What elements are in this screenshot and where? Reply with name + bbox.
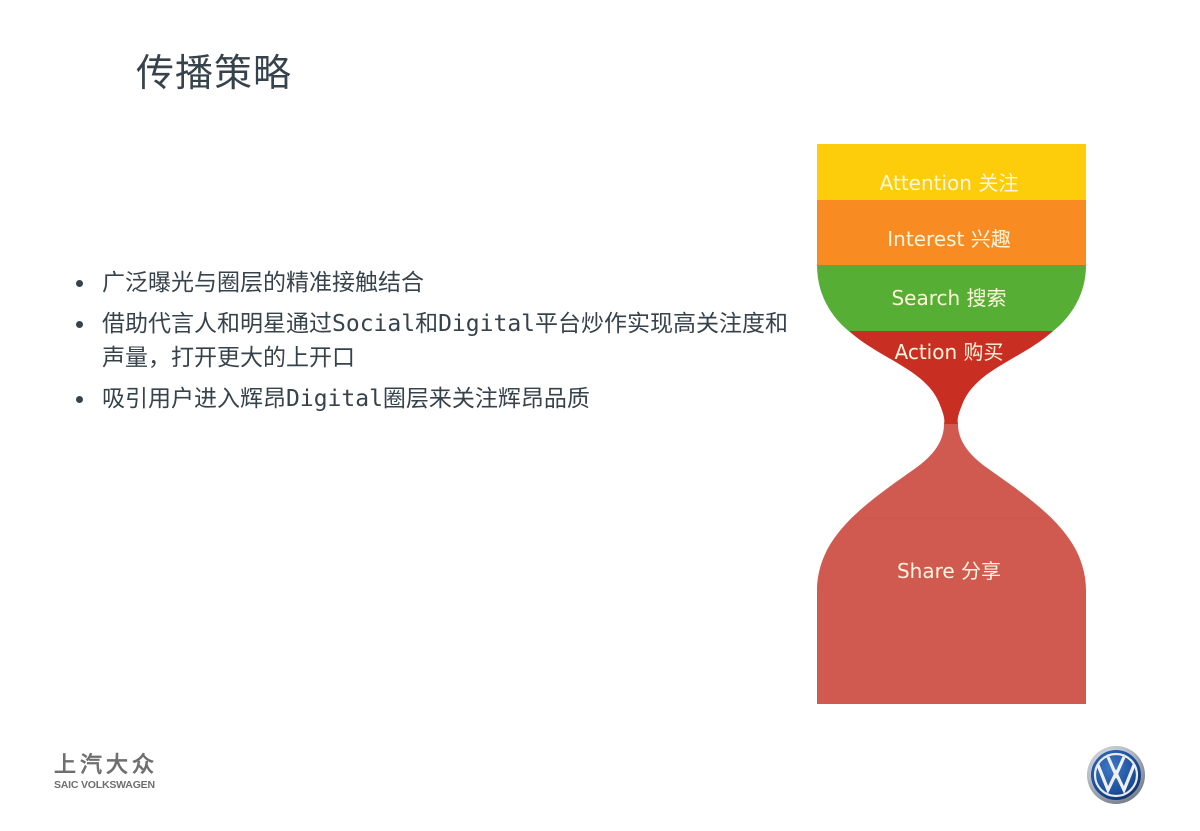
funnel-stage-attention (817, 144, 1086, 200)
bullet-dot-icon (76, 280, 83, 287)
brand-name-en: SAIC VOLKSWAGEN (54, 779, 155, 791)
bullet-text: 借助代言人和明星通过Social和Digital平台炒作实现高关注度和声量，打开… (102, 311, 789, 371)
stage-label-search: Search 搜索 (891, 286, 1006, 310)
bullet-item: 吸引用户进入辉昂Digital圈层来关注辉昂品质 (72, 382, 792, 416)
bullet-text: 吸引用户进入辉昂Digital圈层来关注辉昂品质 (102, 386, 590, 412)
saic-volkswagen-logo: 上汽大众 SAIC VOLKSWAGEN (54, 753, 184, 792)
slide-title: 传播策略 (136, 51, 293, 95)
vw-logo-icon (1087, 746, 1145, 804)
stage-label-share: Share 分享 (897, 559, 1001, 583)
stage-label-interest: Interest 兴趣 (887, 227, 1010, 251)
bullet-dot-icon (76, 321, 83, 328)
funnel-stage-interest (817, 200, 1086, 265)
bullet-list: 广泛曝光与圈层的精准接触结合 借助代言人和明星通过Social和Digital平… (72, 266, 792, 423)
bullet-text: 广泛曝光与圈层的精准接触结合 (102, 270, 424, 296)
funnel-stage-share (817, 424, 1086, 704)
brand-name-cn: 上汽大众 (54, 753, 159, 778)
stage-label-action: Action 购买 (895, 340, 1004, 364)
bullet-item: 借助代言人和明星通过Social和Digital平台炒作实现高关注度和声量，打开… (72, 307, 792, 375)
bullet-dot-icon (76, 396, 83, 403)
funnel-stage-search (817, 265, 1086, 331)
bullet-item: 广泛曝光与圈层的精准接触结合 (72, 266, 792, 300)
stage-label-attention: Attention 关注 (880, 171, 1019, 195)
